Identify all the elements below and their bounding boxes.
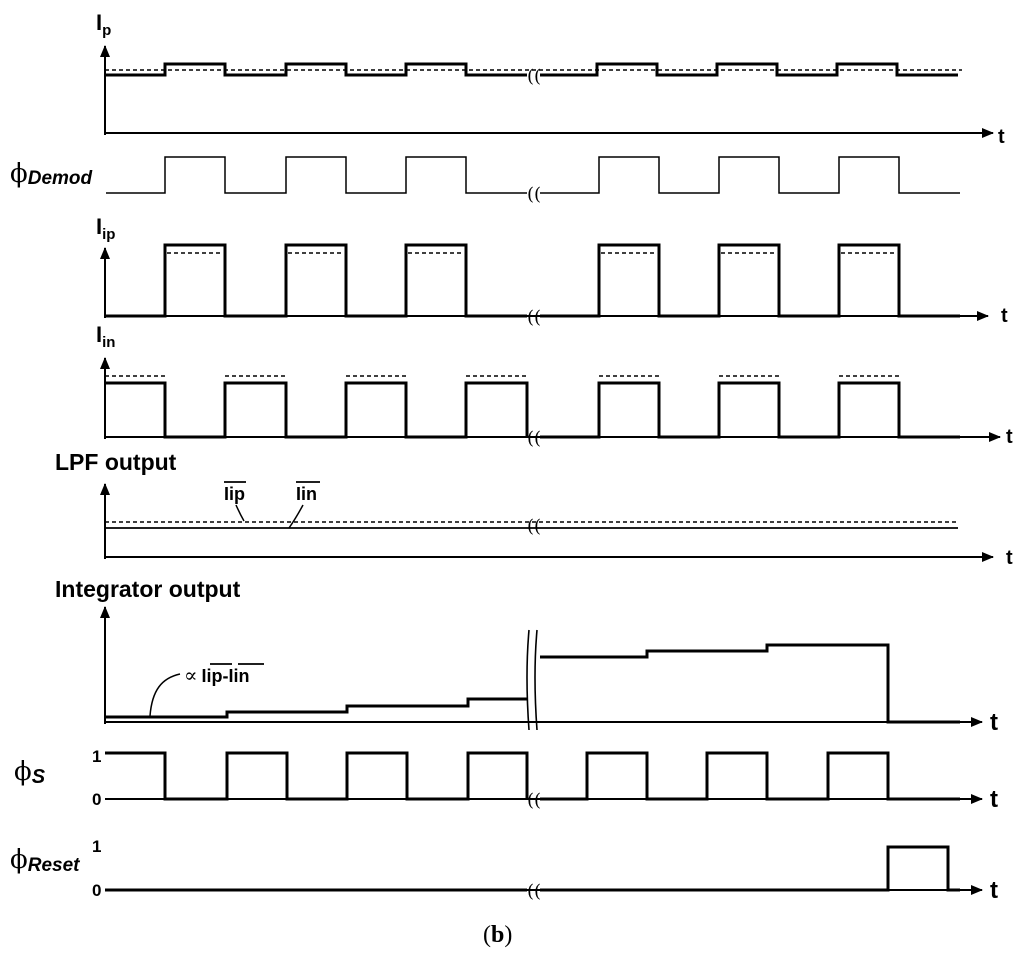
lpf-iin-leader xyxy=(288,504,304,529)
phis-break: (( xyxy=(527,790,541,811)
integrator-waveform-left xyxy=(105,697,527,719)
lpf-title: LPF output xyxy=(55,449,177,475)
phis-waveform-left xyxy=(105,751,529,801)
demod-waveform-right xyxy=(540,156,960,194)
phis-level-zero: 0 xyxy=(92,790,101,809)
lpf-annotation-iin: Iin xyxy=(296,484,317,504)
iip-label: Iip xyxy=(96,214,115,243)
ip-waveform-right xyxy=(540,62,958,77)
panel-lpf: LPF output t Iip Iin (( xyxy=(55,449,1013,569)
reset-level-one: 1 xyxy=(92,837,101,856)
iip-waveform-left xyxy=(105,243,527,318)
integrator-break xyxy=(526,629,538,731)
reset-axis-t: t xyxy=(990,877,998,904)
iin-axis-t: t xyxy=(1006,426,1013,448)
reset-level-zero: 0 xyxy=(92,881,101,900)
iip-waveform-right xyxy=(540,243,960,318)
integrator-title: Integrator output xyxy=(55,576,241,602)
ip-label: Ip xyxy=(96,10,111,39)
reset-label: ϕReset xyxy=(10,845,80,876)
reset-break: (( xyxy=(527,881,541,902)
ip-axis-t: t xyxy=(998,126,1005,148)
ip-break: (( xyxy=(527,66,541,87)
panel-phi-s: ϕS 1 0 t (( xyxy=(14,747,998,813)
iip-break: (( xyxy=(527,307,541,328)
demod-break: (( xyxy=(527,184,541,205)
lpf-break: (( xyxy=(527,516,541,537)
panel-iip: Iip t (( xyxy=(96,214,1008,328)
panel-integrator: Integrator output t ∝Iip-Iin xyxy=(55,576,998,736)
iin-break: (( xyxy=(527,428,541,449)
integrator-annotation-leader xyxy=(149,673,181,717)
panel-iin: Iin t (( xyxy=(96,322,1013,449)
ip-waveform-left xyxy=(105,62,527,77)
phis-level-one: 1 xyxy=(92,747,101,766)
iip-axis-t: t xyxy=(1001,305,1008,327)
integrator-waveform-right xyxy=(540,643,960,724)
reset-waveform-right xyxy=(540,845,960,892)
iin-label: Iin xyxy=(96,322,115,351)
lpf-axis-t: t xyxy=(1006,547,1013,569)
panel-phi-demod: ϕDemod (( xyxy=(10,156,960,205)
lpf-iip-leader xyxy=(235,504,245,522)
lpf-annotation-iip: Iip xyxy=(224,484,245,504)
iin-waveform-right xyxy=(540,381,960,439)
phis-waveform-right xyxy=(540,751,960,801)
phis-axis-t: t xyxy=(990,786,998,813)
iin-waveform-left xyxy=(105,381,529,439)
demod-label: ϕDemod xyxy=(10,159,93,189)
figure-caption: (b) xyxy=(483,922,512,948)
integrator-axis-t: t xyxy=(990,709,998,736)
panel-phi-reset: ϕReset 1 0 t (( xyxy=(10,837,998,904)
demod-waveform-left xyxy=(106,156,527,194)
phis-label: ϕS xyxy=(14,757,46,788)
panel-ip: Ip t (( xyxy=(96,10,1005,148)
integrator-annotation: ∝Iip-Iin xyxy=(184,663,250,687)
